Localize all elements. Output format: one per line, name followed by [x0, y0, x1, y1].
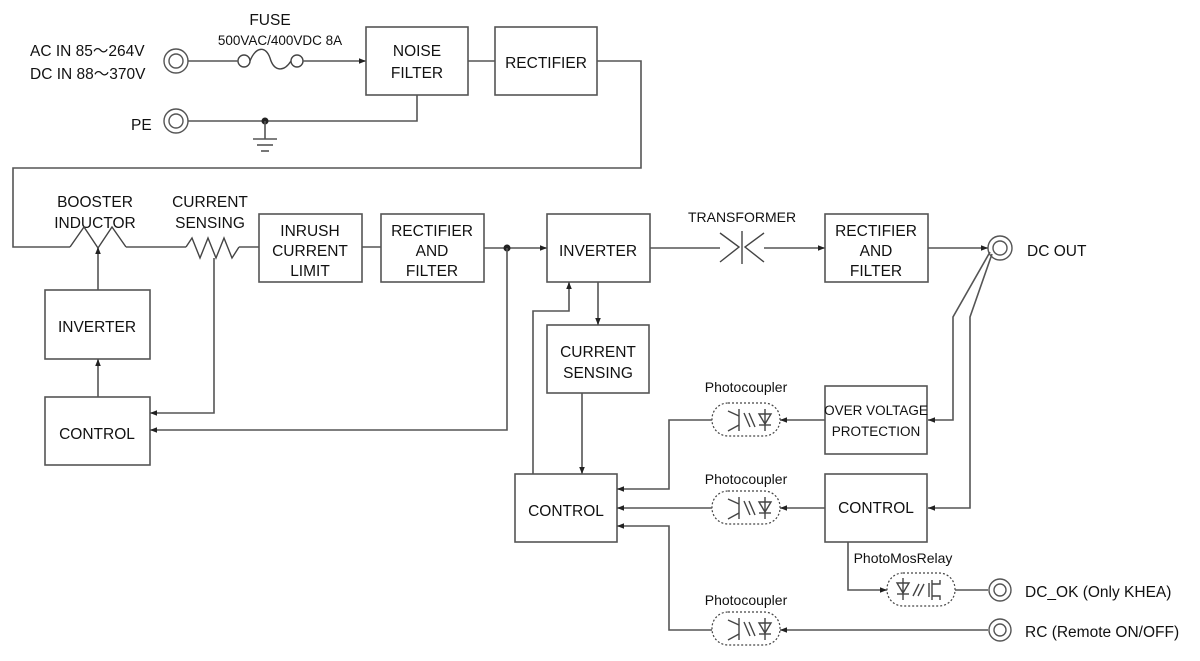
rectifier-filter-2-block: RECTIFIER AND FILTER: [824, 213, 929, 283]
ground-icon: [253, 121, 277, 152]
noise-filter-block: NOISE FILTER: [365, 26, 469, 96]
svg-text:INVERTER: INVERTER: [559, 243, 637, 260]
wire-photocoupler3-control: [617, 523, 712, 631]
fuse-icon: [237, 48, 304, 70]
svg-text:CONTROL: CONTROL: [838, 500, 914, 517]
dc-ok-label: DC_OK (Only KHEA): [1025, 584, 1171, 601]
photocoupler-icon: [711, 402, 781, 437]
control-output-block: CONTROL: [824, 473, 928, 543]
svg-text:FILTER: FILTER: [391, 65, 443, 82]
svg-text:PhotoMosRelay: PhotoMosRelay: [854, 550, 953, 566]
photocoupler-3: Photocoupler: [705, 592, 788, 646]
fuse: FUSE 500VAC/400VDC 8A: [218, 12, 342, 70]
wire-control-photomos: [847, 542, 887, 593]
photocoupler-icon: [711, 490, 781, 525]
control-main-block: CONTROL: [514, 473, 618, 543]
rc-terminal: RC (Remote ON/OFF): [988, 618, 1179, 642]
photocoupler-icon: [711, 611, 781, 646]
wire-photocoupler1-control: [617, 419, 712, 492]
pe-terminal-icon: [163, 108, 189, 134]
svg-text:NOISE: NOISE: [393, 43, 441, 60]
control-pfc-block: CONTROL: [44, 396, 151, 466]
fuse-rating: 500VAC/400VDC 8A: [218, 33, 342, 48]
inverter-main-block: INVERTER: [546, 213, 651, 283]
dc-ok-terminal-icon: [988, 578, 1012, 602]
svg-text:CURRENT: CURRENT: [272, 243, 348, 260]
inverter-pfc-block: INVERTER: [44, 289, 151, 360]
dc-in-label: DC IN 88～370V: [30, 66, 146, 83]
svg-text:CURRENT: CURRENT: [560, 344, 636, 361]
svg-text:CURRENT: CURRENT: [172, 194, 248, 211]
ac-dc-input: AC IN 85～264V DC IN 88～370V: [30, 43, 189, 83]
rc-terminal-icon: [988, 618, 1012, 642]
wire-bus-control-pfc: [150, 248, 508, 433]
resistor-icon: [185, 236, 240, 260]
wire-dcout-ovp: [928, 251, 991, 423]
wire-rectifier-booster: [12, 60, 642, 248]
photomos-relay: PhotoMosRelay: [854, 550, 956, 607]
rectifier-block: RECTIFIER: [494, 26, 598, 96]
svg-text:RECTIFIER: RECTIFIER: [391, 223, 473, 240]
photomos-relay-icon: [886, 572, 956, 607]
svg-text:FILTER: FILTER: [406, 263, 458, 280]
dc-out-terminal: DC OUT: [987, 235, 1087, 261]
fuse-title: FUSE: [249, 12, 290, 29]
photocoupler-2: Photocoupler: [705, 471, 788, 525]
svg-text:Photocoupler: Photocoupler: [705, 592, 788, 608]
inrush-current-limit-block: INRUSH CURRENT LIMIT: [258, 213, 363, 283]
svg-text:TRANSFORMER: TRANSFORMER: [688, 209, 796, 225]
svg-text:INRUSH: INRUSH: [280, 223, 339, 240]
pe-input: PE: [131, 108, 189, 134]
svg-text:AND: AND: [860, 243, 893, 260]
svg-text:BOOSTER: BOOSTER: [57, 194, 133, 211]
ac-in-label: AC IN 85～264V: [30, 43, 145, 60]
wire-sense-control: [150, 258, 215, 416]
pe-label: PE: [131, 117, 152, 134]
wire-control-inverter-main: [532, 282, 572, 474]
transformer-icon: [719, 231, 765, 264]
svg-text:CONTROL: CONTROL: [528, 503, 604, 520]
svg-text:OVER VOLTAGE: OVER VOLTAGE: [824, 403, 928, 418]
booster-inductor: BOOSTER INDUCTOR: [54, 194, 136, 250]
wire-dcout-control: [928, 253, 993, 511]
svg-text:RECTIFIER: RECTIFIER: [835, 223, 917, 240]
over-voltage-protection-block: OVER VOLTAGE PROTECTION: [824, 385, 928, 455]
svg-text:PROTECTION: PROTECTION: [832, 424, 921, 439]
svg-text:INDUCTOR: INDUCTOR: [54, 215, 136, 232]
current-sensing-block: CURRENT SENSING: [546, 324, 650, 394]
svg-text:RECTIFIER: RECTIFIER: [505, 55, 587, 72]
svg-text:SENSING: SENSING: [563, 365, 633, 382]
photocoupler-1: Photocoupler: [705, 379, 788, 437]
svg-text:Photocoupler: Photocoupler: [705, 379, 788, 395]
svg-text:SENSING: SENSING: [175, 215, 245, 232]
transformer: TRANSFORMER: [688, 209, 796, 264]
ac-in-terminal-icon: [163, 48, 189, 74]
rc-label: RC (Remote ON/OFF): [1025, 624, 1179, 641]
wire-pe-noisefilter: [188, 95, 418, 122]
dc-ok-terminal: DC_OK (Only KHEA): [988, 578, 1171, 602]
rectifier-filter-1-block: RECTIFIER AND FILTER: [380, 213, 485, 283]
dc-out-label: DC OUT: [1027, 243, 1087, 260]
svg-text:CONTROL: CONTROL: [59, 426, 135, 443]
current-sensing-resistor: CURRENT SENSING: [172, 194, 248, 260]
dc-out-terminal-icon: [987, 235, 1013, 261]
svg-text:AND: AND: [416, 243, 449, 260]
svg-text:INVERTER: INVERTER: [58, 319, 136, 336]
svg-text:LIMIT: LIMIT: [290, 263, 330, 280]
svg-text:FILTER: FILTER: [850, 263, 902, 280]
svg-text:Photocoupler: Photocoupler: [705, 471, 788, 487]
